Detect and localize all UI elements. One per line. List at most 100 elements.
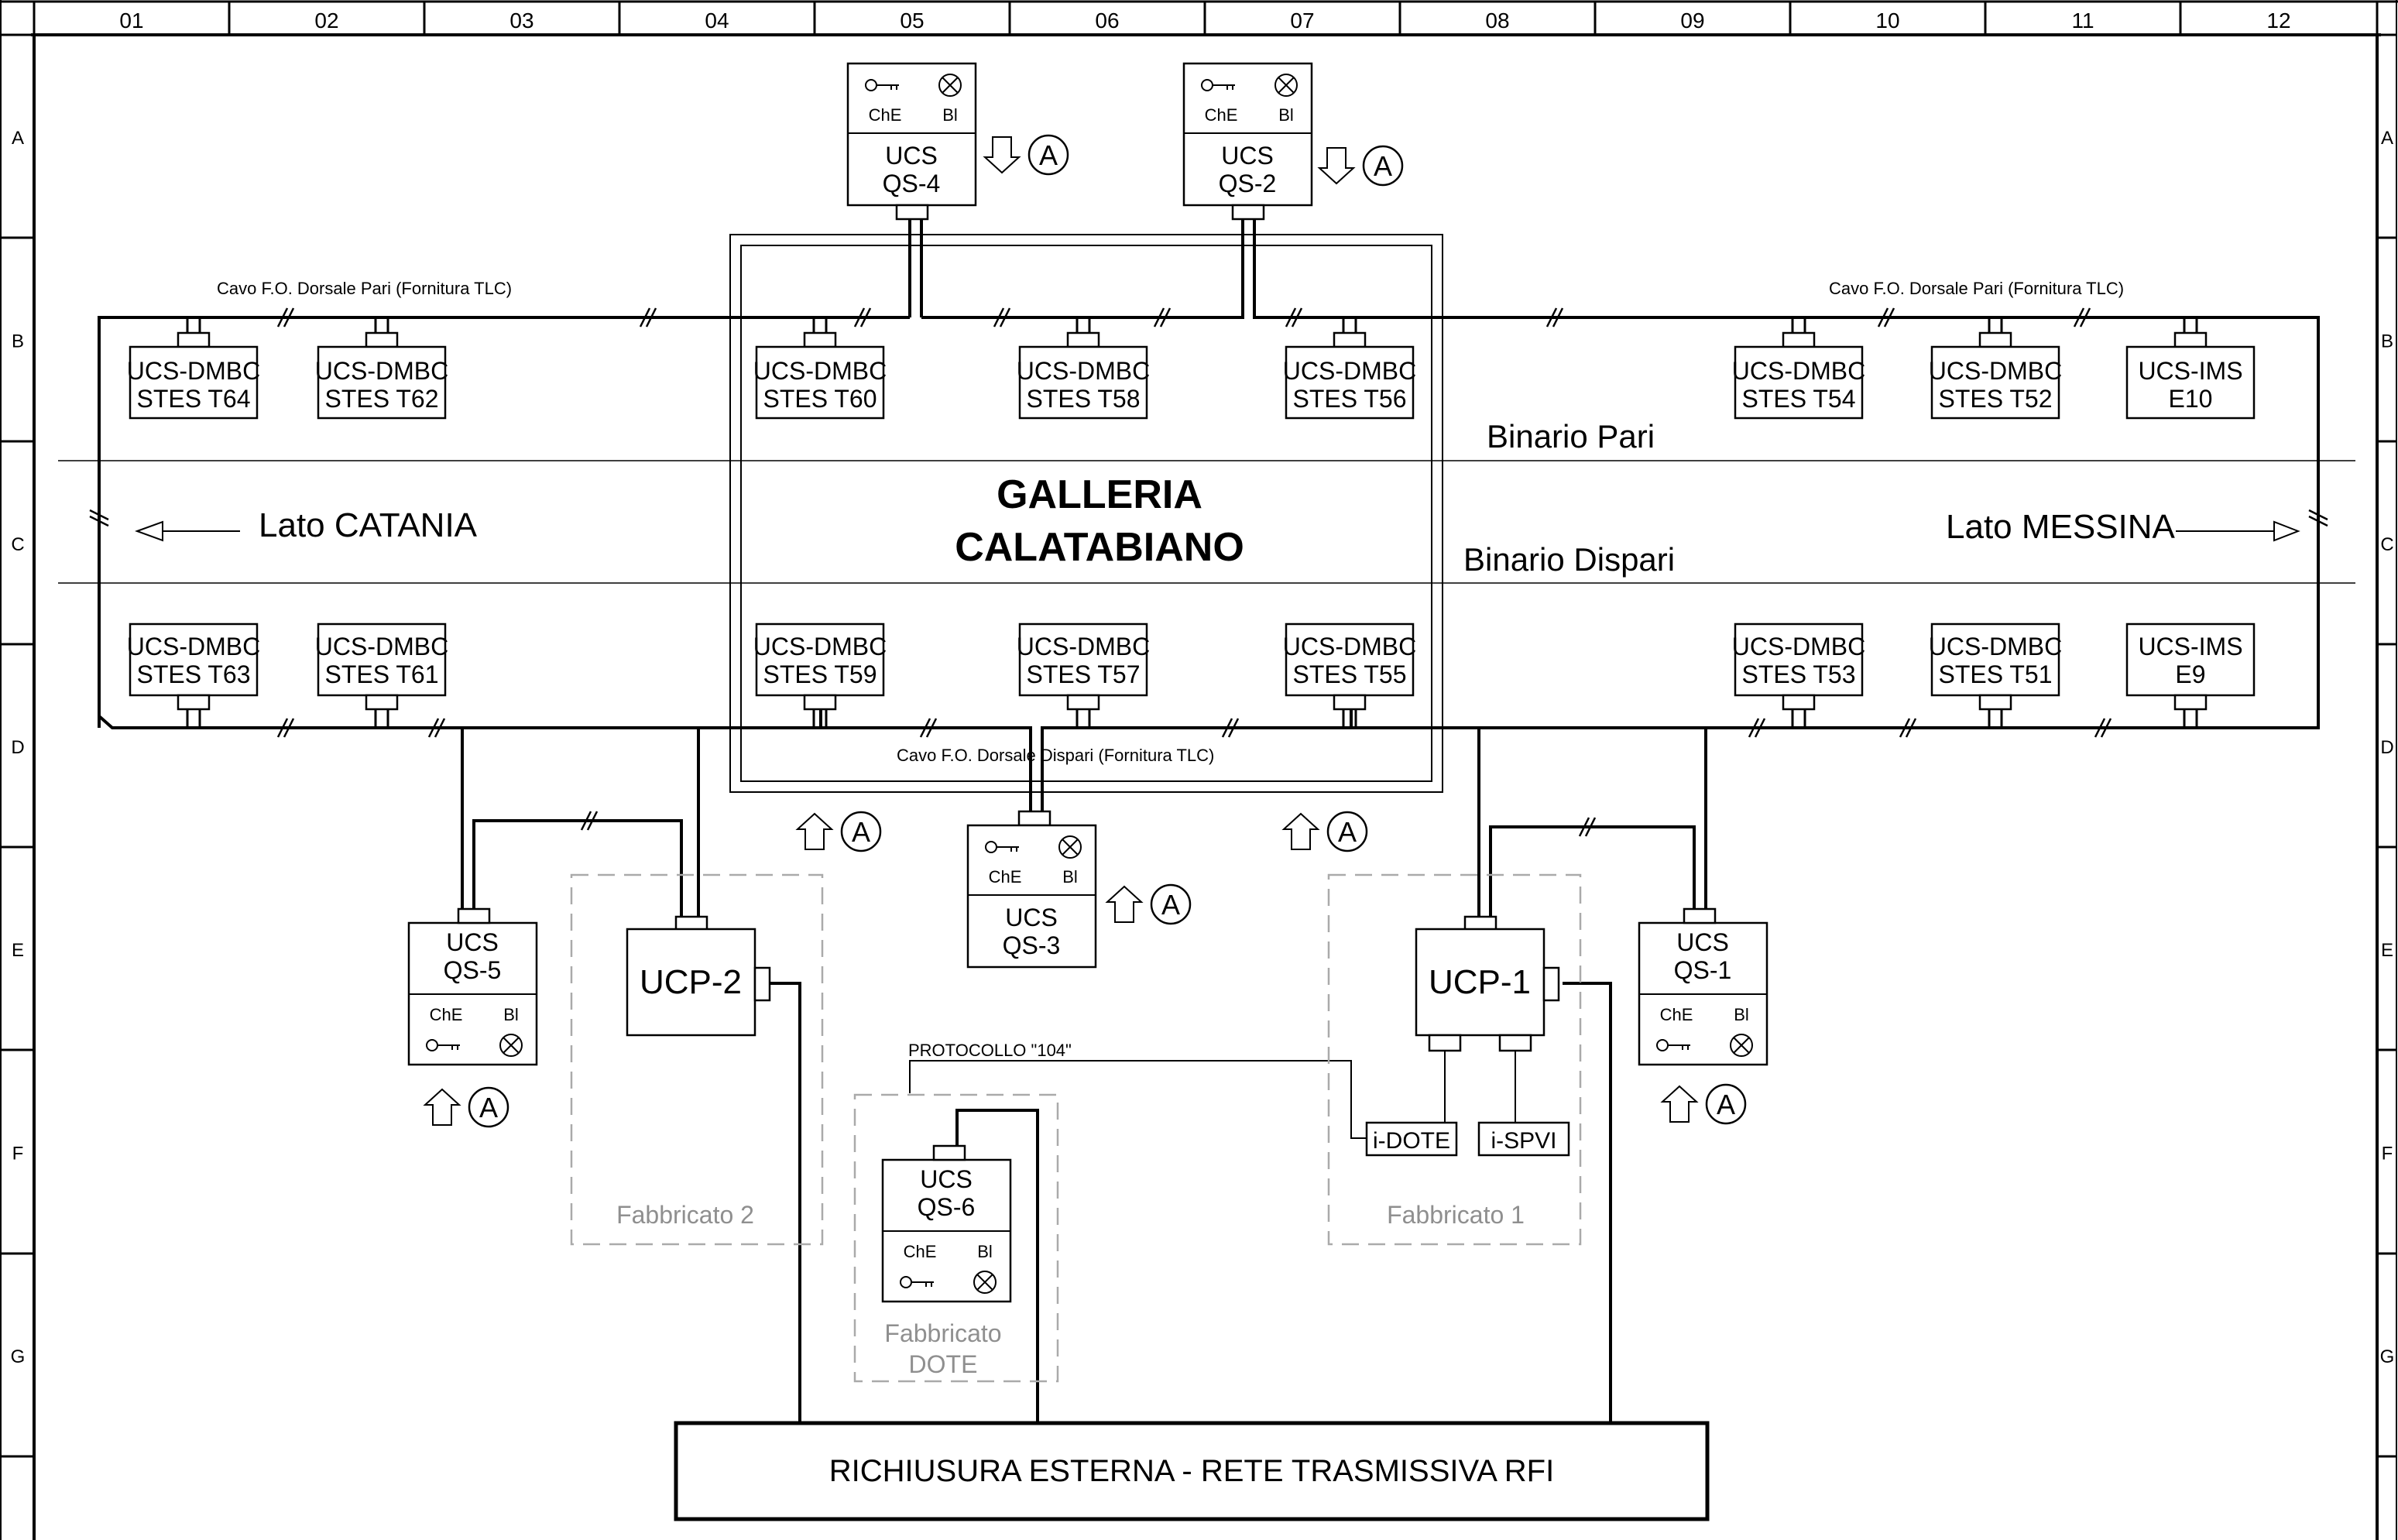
qs-id-label: QS-2 [1219,170,1277,197]
arrow-up-icon [795,812,834,850]
a-marker-label: A [1338,816,1357,848]
stes-id-label: STES T54 [1741,385,1855,413]
stes-id-label: STES T62 [324,385,438,413]
stes-id-label: STES T52 [1938,385,2052,413]
bl-label: Bl [942,105,958,125]
qs-type-label: UCS [1221,142,1274,170]
column-label: 08 [1485,9,1509,33]
stes-id-label: STES T60 [763,385,877,413]
stes-type-label: UCS-DMBC [1017,357,1150,385]
building-1-outline [1327,873,1582,1246]
qs-id-label: QS-3 [1003,931,1061,959]
row-label-right: B [2381,331,2393,352]
che-label: ChE [904,1242,937,1261]
bl-label: Bl [977,1242,993,1261]
a-marker-label: A [1039,139,1058,171]
arrow-up-icon [1281,812,1320,850]
a-marker-label: A [1161,889,1180,921]
qs-type-label: UCS [920,1165,973,1193]
stes-id-label: STES T64 [136,385,250,413]
stes-type-label: UCS-DMBC [1283,357,1416,385]
stes-id-label: E9 [2175,660,2205,688]
qs-id-label: QS-4 [883,170,941,197]
backbone-dispari-cable [98,715,2320,811]
gallery-outline-inner [740,245,1432,782]
column-label: 10 [1875,9,1899,33]
column-label: 02 [314,9,338,33]
qs-id-label: QS-6 [918,1193,976,1221]
a-marker-label: A [479,1092,498,1123]
cable-label-pari-right: Cavo F.O. Dorsale Pari (Fornitura TLC) [1829,279,2124,298]
che-label: ChE [869,105,902,125]
i-spvi-label: i-SPVI [1491,1128,1556,1154]
stes-id-label: STES T56 [1292,385,1406,413]
stes-id-label: STES T63 [136,660,250,688]
arrow-up-icon [1105,885,1144,923]
row-label-left: D [11,737,24,758]
stes-id-label: STES T55 [1292,660,1406,688]
column-label: 12 [2266,9,2290,33]
row-label-left: C [11,534,24,555]
i-dote-label: i-DOTE [1373,1128,1450,1154]
stes-type-label: UCS-IMS [2138,633,2242,660]
row-label-right: E [2381,940,2393,961]
stes-type-label: UCS-DMBC [753,357,887,385]
a-marker: A [468,1086,509,1128]
qs-type-label: UCS [446,928,499,956]
ucp-1-label: UCP-1 [1429,963,1531,1001]
stes-type-label: UCS-DMBC [315,633,448,660]
row-label-left: E [12,940,24,961]
row-label-left: F [12,1144,24,1164]
qs-id-label: QS-5 [444,956,502,984]
column-label: 01 [119,9,143,33]
cable-label-pari-left: Cavo F.O. Dorsale Pari (Fornitura TLC) [217,279,512,298]
stes-id-label: STES T53 [1741,660,1855,688]
stes-type-label: UCS-DMBC [1929,633,2062,660]
building-2-label: Fabbricato 2 [616,1201,754,1229]
gallery-name-line2: CALATABIANO [955,525,1244,570]
i-dote-device: i-DOTE [1365,1121,1458,1157]
stes-type-label: UCS-DMBC [127,633,260,660]
ucp-2-unit: UCP-2 [626,915,771,1037]
stes-type-label: UCS-DMBC [1929,357,2062,385]
stes-id-label: STES T59 [763,660,877,688]
bl-label: Bl [503,1005,519,1024]
a-marker: A [840,811,882,852]
stes-id-label: STES T58 [1026,385,1140,413]
column-label: 09 [1680,9,1704,33]
protocol-label: PROTOCOLLO "104" [908,1041,1072,1060]
bl-label: Bl [1734,1005,1749,1024]
stes-id-label: STES T57 [1026,660,1140,688]
row-label-right: G [2380,1346,2395,1367]
track-pari-label: Binario Pari [1487,418,1655,454]
stes-id-label: STES T51 [1938,660,2052,688]
side-label-messina: Lato MESSINA [1946,508,2176,546]
a-marker: A [1326,811,1368,852]
i-spvi-device: i-SPVI [1477,1121,1570,1157]
stes-type-label: UCS-DMBC [1732,357,1865,385]
row-label-right: D [2380,737,2393,758]
arrow-down-icon [983,136,1021,174]
a-marker: A [1705,1083,1747,1125]
che-label: ChE [1660,1005,1693,1024]
gallery-name-line1: GALLERIA [997,472,1202,517]
ucp-2-label: UCP-2 [640,963,742,1001]
column-label: 07 [1290,9,1314,33]
